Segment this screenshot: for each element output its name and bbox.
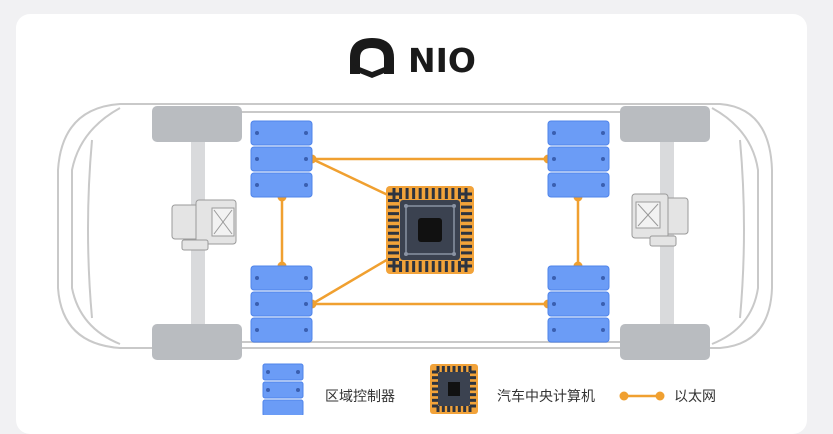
ethernet-link — [311, 256, 391, 306]
zone-controller-front-right — [250, 265, 313, 343]
zone-controller-front-left — [250, 120, 313, 198]
brand-name: NIO — [408, 41, 476, 80]
wheels — [152, 106, 710, 360]
zone-controller-rear-left — [547, 120, 610, 198]
zone-controller-module — [547, 265, 610, 291]
nio-logo: NIO — [350, 38, 476, 80]
zone-controllers — [250, 120, 610, 343]
zone-controller-module — [547, 120, 610, 146]
zone-controller-module — [547, 146, 610, 172]
ethernet-link — [311, 157, 391, 198]
zone-controller-module — [250, 317, 313, 343]
wheel-rear-right — [620, 324, 710, 360]
vehicle-architecture-diagram: NIO — [57, 38, 773, 415]
wheel-rear-left — [620, 106, 710, 142]
zone-controller-module — [250, 291, 313, 317]
legend-ethernet-label: 以太网 — [674, 389, 716, 405]
wheel-front-left — [152, 106, 242, 142]
legend — [262, 363, 665, 415]
legend-zone-icon — [262, 363, 304, 415]
legend-chip-icon — [430, 364, 478, 414]
wheel-front-right — [152, 324, 242, 360]
zone-controller-module — [250, 120, 313, 146]
rear-motor-icon — [631, 193, 689, 247]
zone-controller-module — [250, 265, 313, 291]
central-computer-chip — [386, 186, 474, 274]
front-motor-icon — [171, 199, 237, 251]
zone-controller-module — [547, 172, 610, 198]
zone-controller-rear-right — [547, 265, 610, 343]
zone-controller-module — [250, 146, 313, 172]
legend-ethernet-icon — [619, 391, 665, 401]
zone-controller-module — [547, 291, 610, 317]
legend-central-computer-label: 汽车中央计算机 — [497, 389, 595, 405]
ethernet-links — [280, 157, 580, 306]
legend-zone-controller-label: 区域控制器 — [325, 389, 395, 405]
zone-controller-module — [250, 172, 313, 198]
nio-logo-mark — [350, 38, 394, 78]
zone-controller-module — [547, 317, 610, 343]
